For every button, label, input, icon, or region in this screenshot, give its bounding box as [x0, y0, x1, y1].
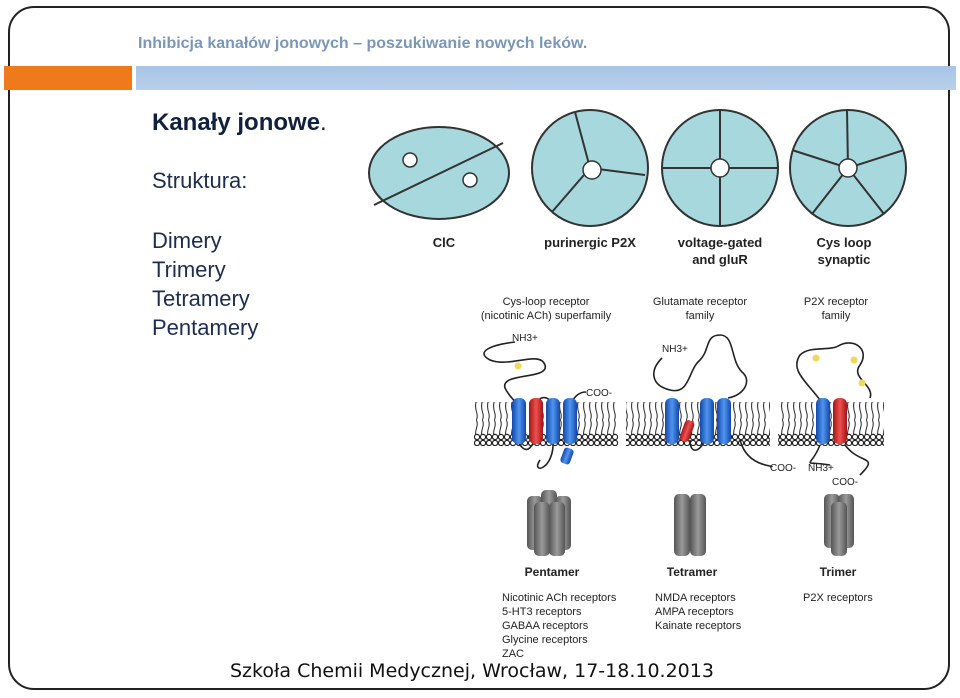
- assembly-label-tetramer: Tetramer: [667, 565, 718, 579]
- list-item: Pentamery: [152, 315, 259, 340]
- helix-glu-pore: [679, 420, 695, 442]
- cterm-label-cys: COO-: [586, 388, 612, 399]
- nterm-label-p2x: NH3+: [808, 463, 834, 474]
- heading-dot: .: [320, 109, 327, 136]
- cterm-label-p2x: COO-: [832, 477, 858, 488]
- p2x-trimer-diagram: [531, 109, 649, 227]
- heading-text: Kanały jonowe: [152, 109, 321, 136]
- list-item: Tetramery: [152, 286, 250, 311]
- nterm-label-cys: NH3+: [512, 333, 538, 344]
- footer: Szkoła Chemii Medycznej, Wrocław, 17-18.…: [230, 660, 714, 682]
- helix-glu-3: [717, 398, 731, 444]
- receptor-item: ZAC: [502, 648, 524, 660]
- helix-glu-1: [665, 398, 679, 444]
- helix-glu-2: [700, 398, 714, 444]
- membrane-right: [778, 402, 884, 446]
- helix-m3: [546, 398, 560, 444]
- receptor-item: Kainate receptors: [655, 620, 742, 632]
- trimer-assembly: [824, 494, 854, 556]
- cterm-label-glu: COO-: [770, 463, 796, 474]
- orange-accent-bar: [4, 66, 132, 90]
- slide-frame: [8, 6, 950, 690]
- list-item: Dimery: [152, 228, 222, 253]
- nterm-label-glu: NH3+: [662, 344, 688, 355]
- receptor-item: GABAA receptors: [502, 620, 589, 632]
- receptor-item: Nicotinic ACh receptors: [502, 592, 617, 604]
- p2x-topology: [796, 342, 872, 476]
- receptor-item: AMPA receptors: [655, 606, 734, 618]
- helix-p2x-1: [816, 398, 830, 444]
- trimer-receptor-list: P2X receptors: [803, 592, 873, 604]
- tetramer-receptor-list: NMDA receptors AMPA receptors Kainate re…: [655, 592, 742, 632]
- helix-m2: [529, 398, 543, 444]
- heading: Kanały jonowe.: [152, 109, 327, 137]
- tetramer-diagram: [661, 109, 779, 227]
- receptor-item: Glycine receptors: [502, 634, 588, 646]
- label-purinergic: purinergic P2X: [544, 235, 636, 250]
- subheading: Struktura:: [152, 168, 248, 193]
- list-item: Trimery: [152, 257, 226, 282]
- slide-title: Inhibicja kanałów jonowych – poszukiwani…: [138, 35, 588, 52]
- helix-intracellular: [560, 447, 574, 465]
- family-label-cys-loop: Cys-loop receptor(nicotinic ACh) superfa…: [481, 296, 612, 322]
- pentamer-diagram: [789, 109, 907, 227]
- label-clc: ClC: [433, 235, 456, 250]
- receptor-item: 5-HT3 receptors: [502, 606, 582, 618]
- receptor-item: NMDA receptors: [655, 592, 736, 604]
- tetramer-assembly: [674, 494, 706, 556]
- assembly-label-trimer: Trimer: [820, 565, 857, 579]
- pentamer-receptor-list: Nicotinic ACh receptors 5-HT3 receptors …: [502, 592, 617, 660]
- receptor-item: P2X receptors: [803, 592, 873, 604]
- helix-m1: [512, 398, 526, 444]
- assembly-label-pentamer: Pentamer: [525, 565, 580, 579]
- membrane-middle: [626, 402, 770, 446]
- clc-dimer-diagram: [368, 126, 510, 220]
- structure-list: Dimery Trimery Tetramery Pentamery: [152, 226, 258, 342]
- helix-p2x-2: [833, 398, 847, 444]
- blue-accent-bar: [136, 66, 956, 90]
- helix-m4: [563, 398, 577, 444]
- pentamer-assembly: [527, 490, 571, 556]
